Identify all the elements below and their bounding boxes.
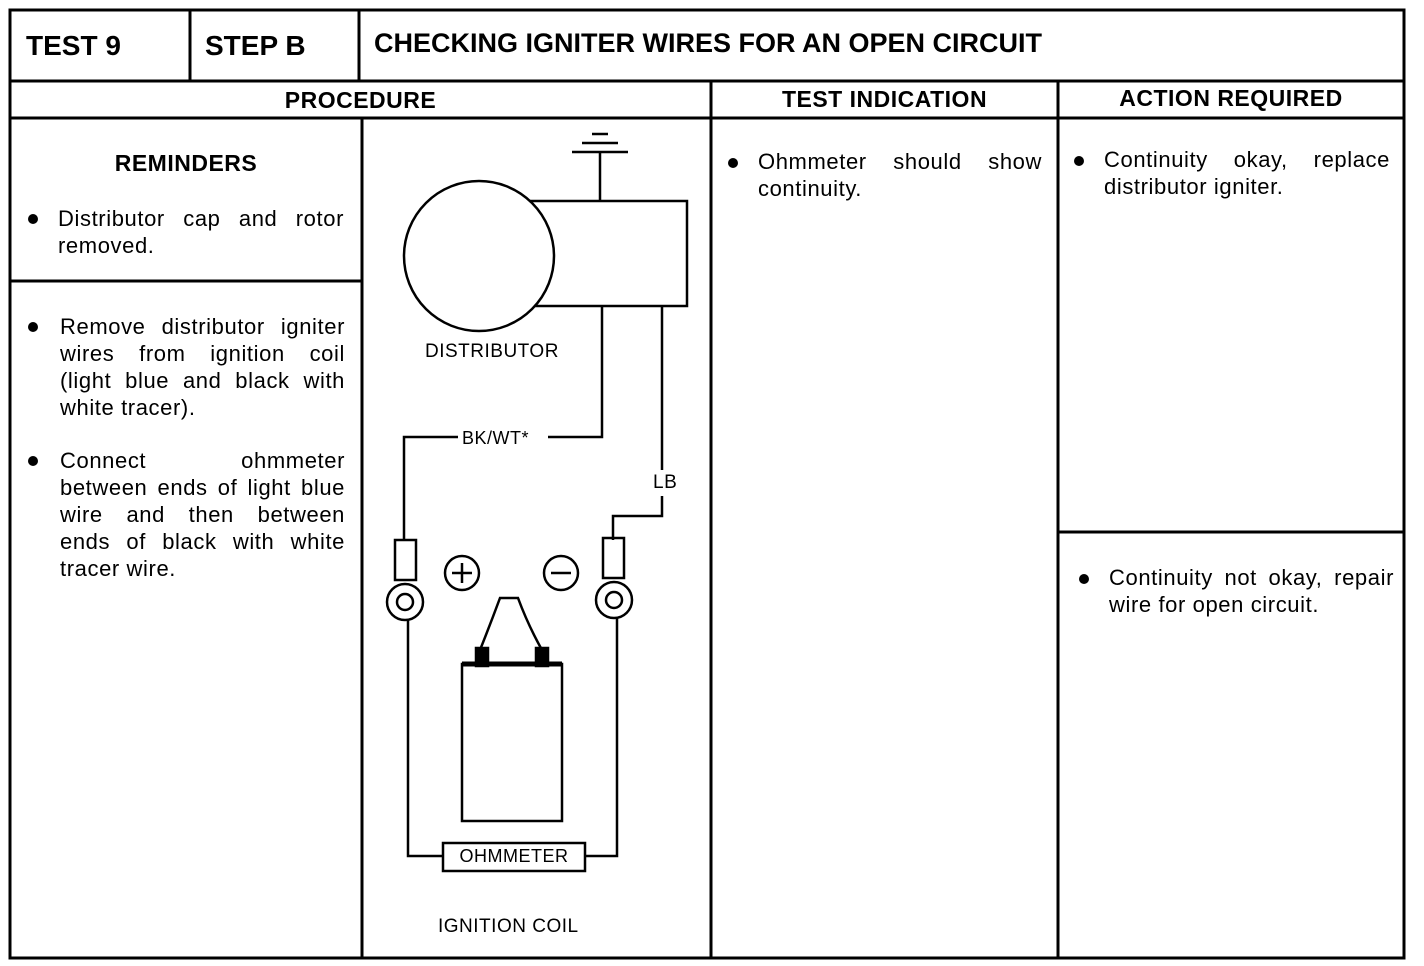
- procedure-step-2: Connect ohmmeter between ends of light b…: [60, 448, 345, 581]
- bullet-icon: [728, 158, 738, 168]
- bullet-icon: [28, 456, 38, 466]
- page-title: CHECKING IGNITER WIRES FOR AN OPEN CIRCU…: [374, 28, 1043, 58]
- test-indication-text: Ohmmeter should show continuity.: [758, 149, 1042, 201]
- reminders-heading: REMINDERS: [114, 150, 258, 176]
- lb-wire-label: LB: [653, 472, 678, 493]
- action-continuity-not-okay: Continuity not okay, repair wire for ope…: [1109, 565, 1394, 617]
- bullet-icon: [28, 322, 38, 332]
- column-header-procedure: PROCEDURE: [284, 87, 437, 113]
- distributor-label: DISTRIBUTOR: [425, 341, 559, 362]
- bullet-icon: [1079, 574, 1089, 584]
- reminder-item: Distributor cap and rotor removed.: [58, 206, 344, 258]
- ohmmeter-label: OHMMETER: [459, 846, 569, 866]
- test-number: TEST 9: [26, 30, 121, 61]
- ignition-coil: [460, 662, 564, 823]
- procedure-step-1: Remove distributor igniter wires from ig…: [60, 314, 345, 420]
- bullet-icon: [28, 214, 38, 224]
- bullet-icon: [1074, 156, 1084, 166]
- minus-icon: [542, 554, 580, 592]
- plus-icon: [443, 554, 481, 592]
- action-continuity-okay: Continuity okay, replace distributor ign…: [1104, 147, 1390, 199]
- ohmmeter-box: [441, 841, 587, 873]
- step-label: STEP B: [205, 30, 306, 61]
- column-header-test-indication: TEST INDICATION: [781, 86, 988, 112]
- ignition-coil-label: IGNITION COIL: [438, 916, 579, 937]
- column-header-action-required: ACTION REQUIRED: [1119, 85, 1343, 111]
- bkwt-wire-label: BK/WT*: [462, 428, 530, 448]
- distributor-circle: [402, 179, 556, 333]
